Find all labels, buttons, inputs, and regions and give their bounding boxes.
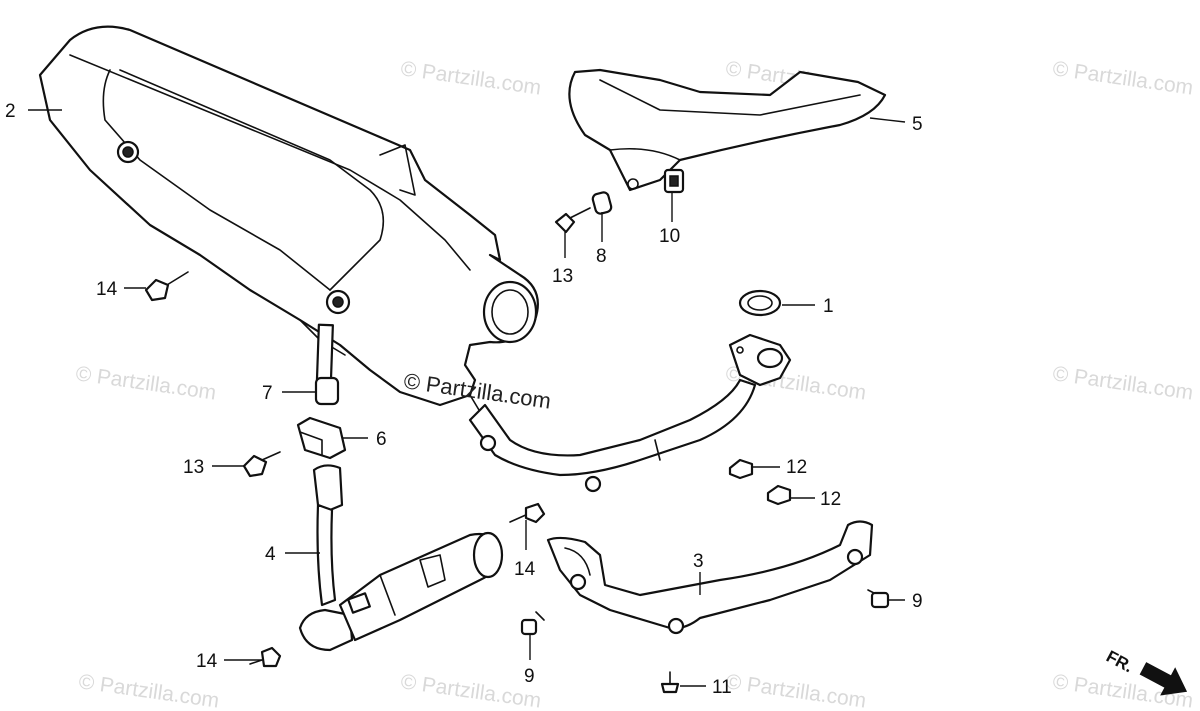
watermark: © Partzilla.com [399, 57, 542, 99]
part-13-bolt-top[interactable] [554, 207, 591, 234]
part-14-bolt-middle[interactable] [509, 502, 546, 524]
fr-label: FR. [1103, 647, 1136, 677]
callout-number: 13 [552, 266, 573, 287]
callout-number: 14 [196, 651, 218, 672]
part-14-bolt-bottom[interactable] [249, 646, 282, 668]
part-12-nut-a[interactable] [728, 458, 754, 480]
callout-number: 5 [912, 114, 923, 135]
callout-12a: 12 [752, 457, 807, 478]
callout-number: 2 [5, 101, 16, 122]
callout-number: 1 [823, 296, 834, 317]
callout-number: 8 [596, 246, 607, 267]
callout-number: 3 [693, 551, 704, 572]
part-13-bolt-left[interactable] [242, 451, 281, 478]
callout-number: 7 [262, 383, 273, 404]
callout-2: 2 [5, 101, 62, 122]
callout-12b: 12 [790, 489, 841, 510]
callout-13-top: 13 [552, 232, 573, 287]
part-11-screw[interactable] [660, 671, 680, 694]
part-4-exhaust-pipe-upper[interactable] [468, 333, 792, 493]
callout-number: 4 [265, 544, 276, 565]
part-9-bolt-bottom[interactable] [520, 611, 545, 636]
part-3-protector[interactable] [546, 520, 874, 635]
part-6-clamp[interactable] [296, 416, 347, 460]
callout-number: 12 [786, 457, 807, 478]
part-4-exhaust-pipe-lower[interactable] [298, 464, 504, 652]
callout-8: 8 [596, 212, 607, 267]
callout-number: 9 [524, 666, 535, 687]
arrow-right-down-icon [1139, 662, 1188, 696]
watermark: © Partzilla.com [1051, 57, 1194, 99]
part-5-heat-guard[interactable] [568, 68, 887, 194]
watermark: © Partzilla.com [77, 670, 220, 711]
callout-number: 14 [96, 279, 118, 300]
part-8-collar[interactable] [591, 191, 613, 215]
callout-14-upper: 14 [96, 279, 146, 300]
part-1-gasket[interactable] [738, 289, 782, 317]
callout-4: 4 [265, 544, 320, 565]
callout-3: 3 [693, 551, 704, 595]
callout-9-bottom: 9 [524, 634, 535, 687]
watermark: © Partzilla.com [74, 362, 217, 404]
watermark: © Partzilla.com [1051, 362, 1194, 404]
callout-1: 1 [782, 296, 834, 317]
callout-6: 6 [342, 429, 387, 450]
callout-number: 14 [514, 559, 536, 580]
part-9-bolt-right[interactable] [867, 589, 890, 609]
watermark: © Partzilla.com [724, 670, 867, 711]
callout-number: 12 [820, 489, 841, 510]
callout-13-left: 13 [183, 457, 244, 478]
callout-number: 11 [712, 677, 732, 698]
callout-number: 10 [659, 226, 680, 247]
callout-9-right: 9 [888, 591, 923, 612]
callout-7: 7 [262, 383, 316, 404]
part-12-nut-b[interactable] [766, 484, 792, 506]
callout-5: 5 [869, 114, 923, 135]
part-14-bolt-upper[interactable] [144, 271, 189, 302]
callout-14-middle: 14 [514, 520, 536, 580]
watermark: © Partzilla.com [399, 670, 542, 711]
callout-number: 6 [376, 429, 387, 450]
part-7-collar[interactable] [314, 376, 340, 406]
callout-14-bottom: 14 [196, 651, 262, 672]
callout-number: 9 [912, 591, 923, 612]
callout-11: 11 [680, 677, 732, 698]
callout-number: 13 [183, 457, 204, 478]
callout-10: 10 [659, 193, 680, 247]
